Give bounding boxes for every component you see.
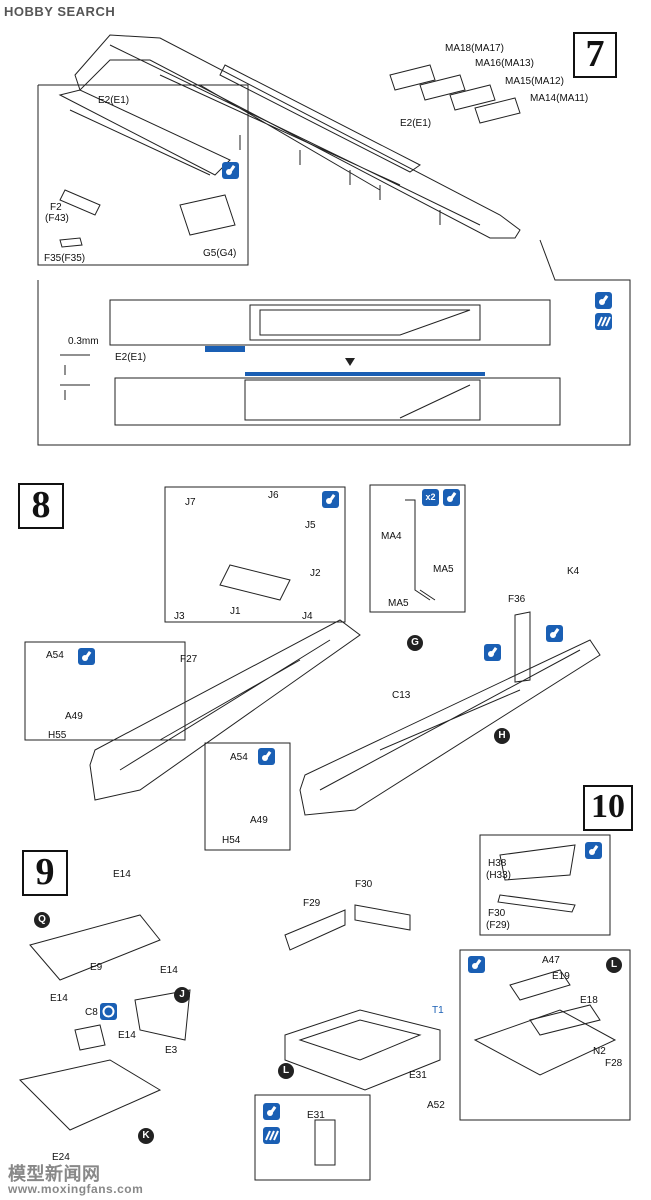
marker-j: J [174, 987, 190, 1003]
label-e19: E19 [552, 971, 570, 982]
logo-text: HOBBY SEARCH [4, 4, 116, 19]
paint-icon [263, 1127, 280, 1144]
label-c8: C8 [85, 1007, 98, 1018]
cement-icon [595, 292, 612, 309]
label-f43: (F43) [45, 213, 69, 224]
marker-g: G [407, 635, 423, 651]
cement-icon [484, 644, 501, 661]
marker-l: L [278, 1063, 294, 1079]
label-f27: F27 [180, 654, 198, 665]
label-e24: E24 [52, 1152, 70, 1163]
label-h33: (H33) [486, 870, 512, 881]
label-e14-2: E14 [160, 965, 178, 976]
step-number-10: 10 [583, 785, 633, 831]
marker-h: H [494, 728, 510, 744]
label-h54: H54 [222, 835, 241, 846]
label-k4: K4 [567, 566, 580, 577]
label-e9: E9 [90, 962, 103, 973]
label-f30: F30 [488, 908, 506, 919]
label-ma5b: MA5 [388, 598, 409, 609]
cement-icon [263, 1103, 280, 1120]
label-j1: J1 [230, 606, 241, 617]
label-a52: A52 [427, 1100, 445, 1111]
label-ma4: MA4 [381, 531, 402, 542]
cement-icon [468, 956, 485, 973]
label-j5: J5 [305, 520, 316, 531]
label-e31: E31 [409, 1070, 427, 1081]
label-a54: A54 [46, 650, 64, 661]
cement-icon [443, 489, 460, 506]
label-e2-bottom: E2(E1) [115, 352, 147, 363]
label-j6: J6 [268, 490, 279, 501]
cement-icon [585, 842, 602, 859]
label-ma16: MA16(MA13) [475, 58, 534, 69]
marker-k: K [138, 1128, 154, 1144]
label-a49: A49 [65, 711, 83, 722]
label-ma14: MA14(MA11) [530, 93, 589, 104]
paint-icon [595, 313, 612, 330]
cement-icon [78, 648, 95, 665]
label-e2-top: E2(E1) [400, 118, 432, 129]
label-f30b: (F29) [486, 920, 510, 931]
label-ma18: MA18(MA17) [445, 43, 504, 54]
cement-icon [546, 625, 563, 642]
label-j2: J2 [310, 568, 321, 579]
label-e14-3: E14 [50, 993, 68, 1004]
label-f28: F28 [605, 1058, 623, 1069]
marker-l-inset: L [606, 957, 622, 973]
label-a49b: A49 [250, 815, 268, 826]
label-ma5a: MA5 [433, 564, 454, 575]
label-e14-4: E14 [118, 1030, 136, 1041]
label-e18: E18 [580, 995, 598, 1006]
step-number-7: 7 [573, 32, 617, 78]
cement-icon [222, 162, 239, 179]
label-g5: G5(G4) [203, 248, 237, 259]
label-j3: J3 [174, 611, 185, 622]
cement-icon [258, 748, 275, 765]
marker-q: Q [34, 912, 50, 928]
label-a47: A47 [542, 955, 560, 966]
label-e31b: E31 [307, 1110, 325, 1121]
label-j7: J7 [185, 497, 196, 508]
label-f29: F29 [303, 898, 321, 909]
watermark-url: www.moxingfans.com [8, 1182, 144, 1196]
label-t1: T1 [432, 1005, 444, 1016]
label-c13: C13 [392, 690, 411, 701]
label-a54b: A54 [230, 752, 248, 763]
hobby-search-logo: HOBBY SEARCH [4, 4, 115, 19]
label-f35: F35(F35) [44, 253, 86, 264]
label-f2: F2 [50, 202, 62, 213]
step-number-8: 8 [18, 483, 64, 529]
label-dim-03mm: 0.3mm [68, 336, 99, 347]
label-h38: H38 [488, 858, 507, 869]
label-j4: J4 [302, 611, 313, 622]
label-n2: N2 [593, 1046, 606, 1057]
quantity-x2-icon: x2 [422, 489, 439, 506]
label-h55: H55 [48, 730, 67, 741]
reference-icon [100, 1003, 117, 1020]
label-f30-top: F30 [355, 879, 373, 890]
label-e3: E3 [165, 1045, 178, 1056]
label-ma15: MA15(MA12) [505, 76, 564, 87]
step-number-9: 9 [22, 850, 68, 896]
label-e2-inset: E2(E1) [98, 95, 130, 106]
label-e14-1: E14 [113, 869, 131, 880]
label-f36: F36 [508, 594, 526, 605]
cement-icon [322, 491, 339, 508]
watermark-cn: 模型新闻网 [8, 1164, 101, 1184]
